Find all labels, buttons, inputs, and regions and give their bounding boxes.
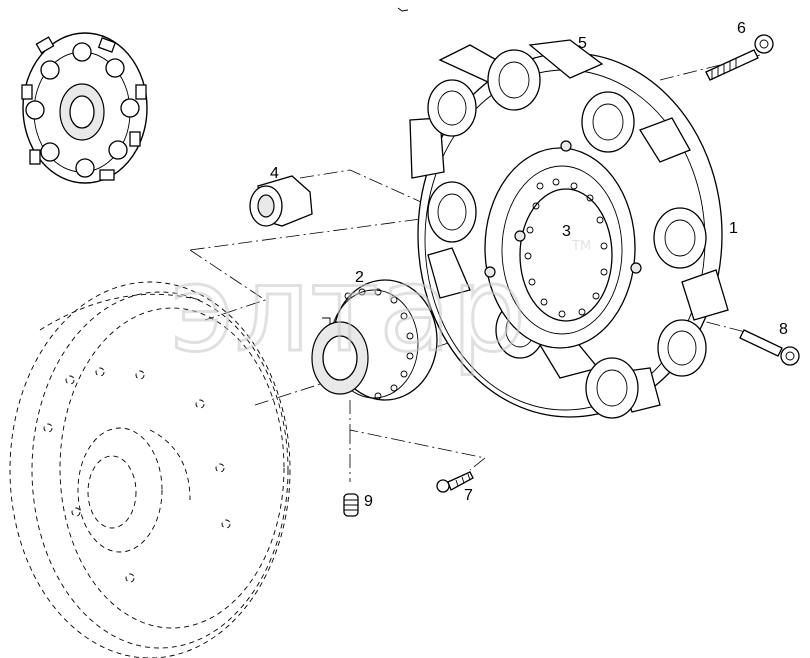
watermark: элтар TM (169, 239, 592, 380)
elastic-rollers (427, 49, 707, 419)
part-2-splined-hub (311, 279, 438, 401)
callout-6: 6 (737, 20, 746, 37)
top-mark (397, 7, 409, 12)
callout-4: 4 (270, 165, 279, 182)
flywheel (9, 281, 291, 658)
part-9-set-screw (343, 493, 359, 517)
callouts: 1 2 3 4 5 6 7 8 9 (270, 20, 788, 510)
watermark-text: элтар (170, 240, 526, 378)
callout-7: 7 (464, 487, 473, 504)
callout-8: 8 (779, 321, 788, 338)
callout-2: 2 (355, 269, 364, 286)
part-3-inner-flange (484, 140, 642, 349)
watermark-tm: TM (571, 239, 591, 254)
part-4-bushing (249, 175, 313, 227)
callout-3: 3 (562, 223, 571, 240)
part-7-screw (436, 471, 474, 493)
hub-bolt-holes (344, 288, 414, 400)
callout-1: 1 (729, 220, 738, 237)
callout-9: 9 (364, 493, 373, 510)
part-8-bolt (739, 329, 800, 366)
callout-5: 5 (578, 35, 587, 52)
part-1-coupling-body (409, 39, 729, 419)
part-6-bolt (705, 34, 774, 81)
assembled-coupling-thumbnail (21, 32, 148, 184)
